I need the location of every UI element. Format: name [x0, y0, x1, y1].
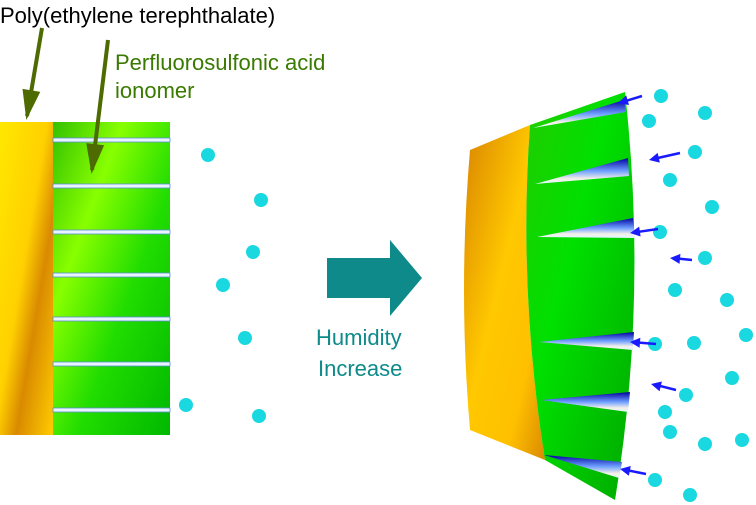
water-molecule-dot [683, 488, 697, 502]
ionomer-layer-boundaries [52, 137, 171, 413]
water-molecule-dot [720, 293, 734, 307]
ionomer-label: Perfluorosulfonic acid [115, 50, 326, 75]
water-molecule-dot [698, 437, 712, 451]
water-molecule-dot [252, 409, 266, 423]
water-molecule-dot [179, 398, 193, 412]
water-arrow-head-icon [630, 337, 641, 348]
water-molecule-dot [216, 278, 230, 292]
water-molecule-dot [254, 193, 268, 207]
ionomer-layer-curved [526, 92, 635, 500]
water-molecule-dot [653, 225, 667, 239]
crack-wedge [537, 218, 635, 238]
water-molecule-dot [246, 245, 260, 259]
water-molecule-dot [679, 388, 693, 402]
pet-layer-flat [0, 122, 53, 435]
pointer-arrow-head-icon [22, 88, 41, 120]
water-molecule-dot [739, 328, 753, 342]
water-molecule-dot [698, 251, 712, 265]
layer-boundary-line [52, 183, 171, 189]
water-molecule-dot [725, 371, 739, 385]
water-arrow-head-icon [670, 253, 681, 264]
water-molecule-dot [687, 336, 701, 350]
label-pointer-arrows [22, 27, 110, 174]
crack-wedge [541, 392, 630, 412]
layer-boundary-line [52, 137, 171, 143]
process-arrow-icon [327, 240, 422, 316]
water-arrow-shaft [654, 151, 681, 160]
water-molecule-dot [663, 173, 677, 187]
ionomer-layer-flat [53, 122, 170, 435]
layer-boundary-line [52, 272, 171, 278]
water-molecules [179, 89, 753, 502]
layer-boundary-line [52, 229, 171, 235]
pet-label: Poly(ethylene terephthalate) [0, 3, 276, 28]
water-molecule-dot [654, 89, 668, 103]
water-molecule-dot [648, 473, 662, 487]
water-molecule-dot [238, 331, 252, 345]
pointer-arrow-head-icon [86, 143, 105, 174]
crack-wedge [535, 158, 629, 184]
water-arrow-head-icon [630, 226, 641, 237]
water-molecule-dot [201, 148, 215, 162]
water-molecule-dot [705, 200, 719, 214]
water-arrow-head-icon [651, 381, 662, 392]
water-molecule-dot [663, 425, 677, 439]
water-arrow-head-icon [649, 152, 660, 163]
water-molecule-dot [642, 114, 656, 128]
water-molecule-dot [735, 433, 749, 447]
crack-wedge [544, 455, 622, 478]
layer-boundary-line [52, 316, 171, 322]
water-uptake-arrows [618, 94, 693, 476]
water-molecule-dot [698, 106, 712, 120]
layer-boundary-line [52, 361, 171, 367]
humidity-label: Humidity [316, 325, 402, 350]
crack-wedge [539, 332, 634, 350]
water-molecule-dot [688, 145, 702, 159]
crack-wedge [533, 100, 626, 128]
pet-layer-curved [464, 125, 545, 460]
ionomer-cracks [533, 100, 635, 478]
ionomer-label-line2: ionomer [115, 78, 195, 103]
layer-boundary-line [52, 407, 171, 413]
water-arrow-head-icon [618, 95, 629, 105]
humidity-label-line2: Increase [318, 356, 403, 381]
water-arrow-head-icon [620, 465, 631, 476]
water-molecule-dot [658, 405, 672, 419]
water-molecule-dot [668, 283, 682, 297]
